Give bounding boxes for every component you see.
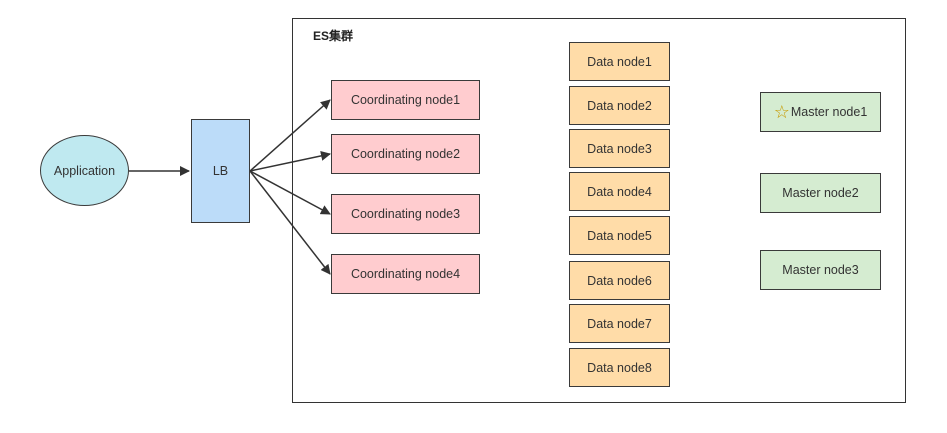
application-node: Application [40,135,129,206]
data-node-1: Data node1 [569,42,670,81]
star-icon: ☆ [773,102,790,122]
master-node-1: ☆Master node1 [760,92,881,132]
data-node-8: Data node8 [569,348,670,387]
arrow-lb-to-coord4 [249,170,331,275]
load-balancer-node: LB [191,119,250,223]
master-node-3: Master node3 [760,250,881,290]
arrow-lb-to-coord3 [249,170,331,215]
coordinating-node-3: Coordinating node3 [331,194,480,234]
arrow-lb-to-coord1 [249,99,331,172]
data-node-7: Data node7 [569,304,670,343]
coordinating-node-2: Coordinating node2 [331,134,480,174]
master-node-1-label: Master node1 [790,105,868,119]
data-node-4: Data node4 [569,172,670,211]
coordinating-node-4: Coordinating node4 [331,254,480,294]
arrow-lb-to-coord2 [249,150,331,172]
data-node-3: Data node3 [569,129,670,168]
data-node-2: Data node2 [569,86,670,125]
es-cluster-boundary [292,18,906,403]
data-node-5: Data node5 [569,216,670,255]
data-node-6: Data node6 [569,261,670,300]
master-node-2: Master node2 [760,173,881,213]
coordinating-node-1: Coordinating node1 [331,80,480,120]
cluster-title: ES集群 [313,29,354,43]
